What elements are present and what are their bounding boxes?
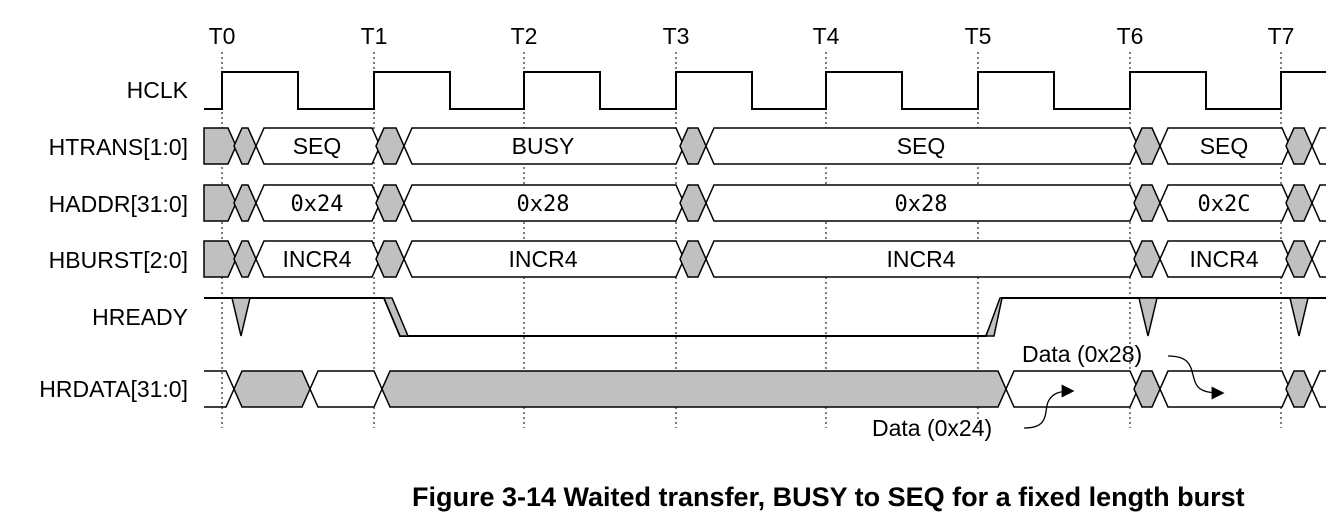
- hready-dip: [1138, 297, 1158, 337]
- signal-label-haddr: HADDR[31:0]: [49, 191, 188, 217]
- hready-dip: [231, 297, 251, 337]
- htrans-transition: [1133, 127, 1161, 165]
- annotations: Data (0x28) Data (0x24): [872, 341, 1225, 441]
- signal-label-hclk: HCLK: [127, 77, 189, 103]
- hready-fall-edge: [382, 297, 410, 337]
- haddr-transition: [679, 184, 707, 222]
- haddr-values: 0x24 0x28 0x28 0x2C: [291, 192, 1251, 217]
- time-marker-t3: T3: [663, 23, 690, 49]
- htrans-bus: [203, 127, 1326, 165]
- htrans-transition: [203, 127, 237, 165]
- haddr-tail: [1311, 184, 1326, 204]
- haddr-value: 0x24: [291, 192, 344, 217]
- htrans-value: BUSY: [512, 133, 575, 159]
- hrdata-bus: [204, 370, 1326, 408]
- haddr-tail: [1311, 202, 1326, 222]
- time-marker-t7: T7: [1268, 23, 1295, 49]
- hready-waveform: [204, 297, 1326, 337]
- hrdata-segment-data-0x28: [1159, 370, 1291, 408]
- time-marker-t6: T6: [1117, 23, 1144, 49]
- hclk-waveform: [204, 71, 1326, 110]
- hburst-transition: [1285, 240, 1313, 278]
- haddr-value: 0x2C: [1198, 192, 1251, 217]
- time-marker-t4: T4: [813, 23, 840, 49]
- hburst-transition: [679, 240, 707, 278]
- hready-rise-edge: [984, 297, 1003, 337]
- annotation-data-0x24: Data (0x24): [872, 415, 992, 441]
- haddr-transition: [1285, 184, 1313, 222]
- hrdata-tail: [1311, 370, 1326, 390]
- hburst-value: INCR4: [508, 246, 577, 272]
- hburst-values: INCR4 INCR4 INCR4 INCR4: [282, 246, 1258, 272]
- hrdata-lead: [204, 370, 235, 408]
- htrans-transition: [1285, 127, 1313, 165]
- figure-caption: Figure 3-14 Waited transfer, BUSY to SEQ…: [412, 482, 1245, 512]
- haddr-bus: [203, 184, 1326, 222]
- time-marker-t2: T2: [511, 23, 538, 49]
- haddr-transition: [1133, 184, 1161, 222]
- signal-label-hburst: HBURST[2:0]: [49, 247, 188, 273]
- hready-dip: [1289, 297, 1309, 337]
- hrdata-segment-undefined: [381, 370, 1007, 408]
- hburst-transition: [1133, 240, 1161, 278]
- htrans-transition: [233, 127, 257, 165]
- hburst-transition: [233, 240, 257, 278]
- haddr-value: 0x28: [895, 192, 948, 217]
- hburst-bus: [203, 240, 1326, 278]
- htrans-value: SEQ: [293, 133, 342, 159]
- hburst-transition: [203, 240, 237, 278]
- htrans-tail: [1311, 127, 1326, 147]
- signal-label-hrdata: HRDATA[31:0]: [39, 376, 188, 402]
- annotation-arrow-0x28: [1167, 355, 1225, 400]
- annotation-data-0x28: Data (0x28): [1022, 341, 1142, 367]
- timing-diagram: T0 T1 T2 T3 T4 T5 T6 T7 HCLK HTRANS[1:0]…: [39, 23, 1326, 441]
- haddr-transition: [203, 184, 237, 222]
- hburst-value: INCR4: [886, 246, 955, 272]
- hburst-tail: [1311, 258, 1326, 278]
- signal-label-hready: HREADY: [92, 304, 188, 330]
- htrans-transition: [679, 127, 707, 165]
- hrdata-tail: [1311, 388, 1326, 408]
- htrans-value: SEQ: [897, 133, 946, 159]
- hburst-value: INCR4: [1189, 246, 1258, 272]
- htrans-transition: [375, 127, 405, 165]
- haddr-transition: [375, 184, 405, 222]
- hrdata-segment-data-0x24: [1005, 370, 1139, 408]
- signal-label-htrans: HTRANS[1:0]: [49, 134, 188, 160]
- time-marker-t0: T0: [209, 23, 236, 49]
- time-marker-t1: T1: [361, 23, 388, 49]
- hrdata-segment-undefined: [233, 370, 311, 408]
- hrdata-transition: [1133, 370, 1161, 408]
- hburst-transition: [375, 240, 405, 278]
- time-marker-t5: T5: [965, 23, 992, 49]
- hburst-value: INCR4: [282, 246, 351, 272]
- hburst-tail: [1311, 240, 1326, 260]
- htrans-value: SEQ: [1200, 133, 1249, 159]
- hrdata-transition: [1285, 370, 1313, 408]
- htrans-tail: [1311, 145, 1326, 165]
- haddr-value: 0x28: [517, 192, 570, 217]
- htrans-values: SEQ BUSY SEQ SEQ: [293, 133, 1249, 159]
- signal-labels: HCLK HTRANS[1:0] HADDR[31:0] HBURST[2:0]…: [39, 77, 188, 402]
- annotation-arrow-0x24: [1023, 384, 1075, 429]
- time-markers: T0 T1 T2 T3 T4 T5 T6 T7: [209, 23, 1295, 49]
- hrdata-segment-empty: [309, 370, 383, 408]
- haddr-transition: [233, 184, 257, 222]
